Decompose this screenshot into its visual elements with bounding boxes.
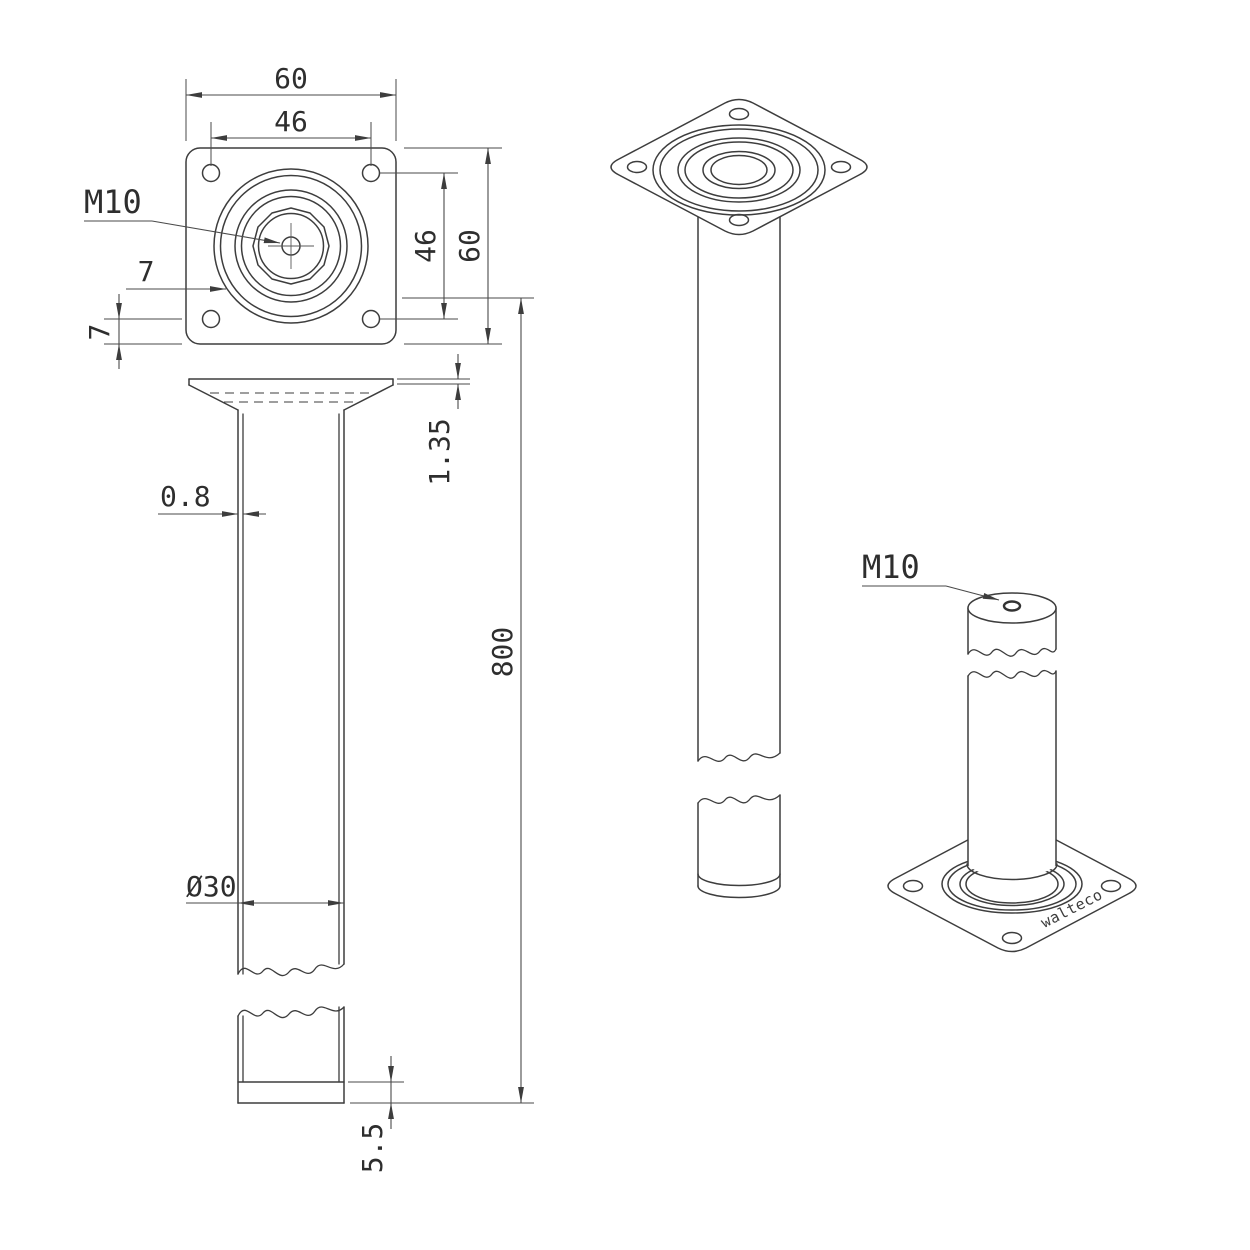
dim-hole-edge-offset: 7 — [83, 294, 182, 369]
dim-plate-thickness: 1.35 — [397, 354, 470, 486]
dim-hole-spacing-v-label: 46 — [409, 229, 442, 263]
leg-front-view: 1.35 0.8 800 Ø30 5.5 — [158, 297, 534, 1173]
dim-tube-wall-label: 0.8 — [160, 480, 211, 513]
dim-hole-spacing-h-label: 46 — [274, 105, 308, 138]
dim-tube-wall: 0.8 — [158, 480, 266, 517]
dim-plate-width: 60 — [185, 62, 397, 141]
label-thread-top-view: M10 — [84, 183, 281, 244]
dim-hole-spacing-h: 46 — [210, 105, 372, 166]
break-line — [967, 647, 1057, 657]
tube-body — [237, 409, 345, 1104]
dim-tube-diameter-label: Ø30 — [186, 870, 237, 903]
plate-pressed-rings — [213, 168, 369, 324]
foot-bottom — [697, 885, 781, 899]
dim-plate-height-label: 60 — [453, 229, 486, 263]
break-line — [697, 794, 781, 804]
break-lines-front — [237, 963, 345, 1019]
iso-tube — [697, 216, 781, 899]
tube-top-face — [967, 592, 1057, 624]
dim-leg-length: 800 — [350, 297, 534, 1104]
thread-hole-iso — [1002, 600, 1022, 612]
m10-top-label: M10 — [84, 183, 142, 221]
m10-leader-line — [151, 220, 281, 244]
break-line — [967, 669, 1057, 679]
dim-plate-thickness-label: 1.35 — [423, 418, 456, 485]
collar-arc — [966, 863, 1058, 881]
iso-plate-holes — [626, 107, 852, 227]
label-collar-seven: 7 — [126, 255, 227, 292]
leg-iso-view-plate-up — [610, 98, 868, 899]
m10-iso-label: M10 — [862, 548, 920, 586]
dim-foot-height: 5.5 — [348, 1056, 404, 1173]
label-thread-iso-view: M10 — [862, 548, 1000, 601]
flange-profile — [188, 378, 394, 411]
dim-collar-leader-label: 7 — [138, 255, 155, 288]
collar-polygon — [252, 207, 330, 285]
foot-seam — [697, 873, 781, 887]
dim-leg-length-label: 800 — [486, 627, 519, 678]
dim-foot-height-label: 5.5 — [356, 1123, 389, 1174]
dim-plate-height: 60 — [404, 147, 502, 345]
dim-hole-edge-offset-label: 7 — [83, 324, 116, 341]
break-line — [697, 752, 781, 762]
dim-tube-diameter: Ø30 — [186, 870, 345, 906]
iso2-tube — [966, 592, 1058, 881]
m10-iso-leader-line — [945, 585, 1000, 601]
leg-iso-view-plate-down: walteco M10 — [862, 548, 1137, 953]
dim-hole-spacing-v: 46 — [380, 172, 458, 320]
dim-plate-width-label: 60 — [274, 62, 308, 95]
tube-occluder — [968, 606, 1056, 877]
foot-cap — [237, 1081, 345, 1104]
mounting-plate-top-view: 60 46 46 60 M10 7 — [83, 62, 502, 369]
